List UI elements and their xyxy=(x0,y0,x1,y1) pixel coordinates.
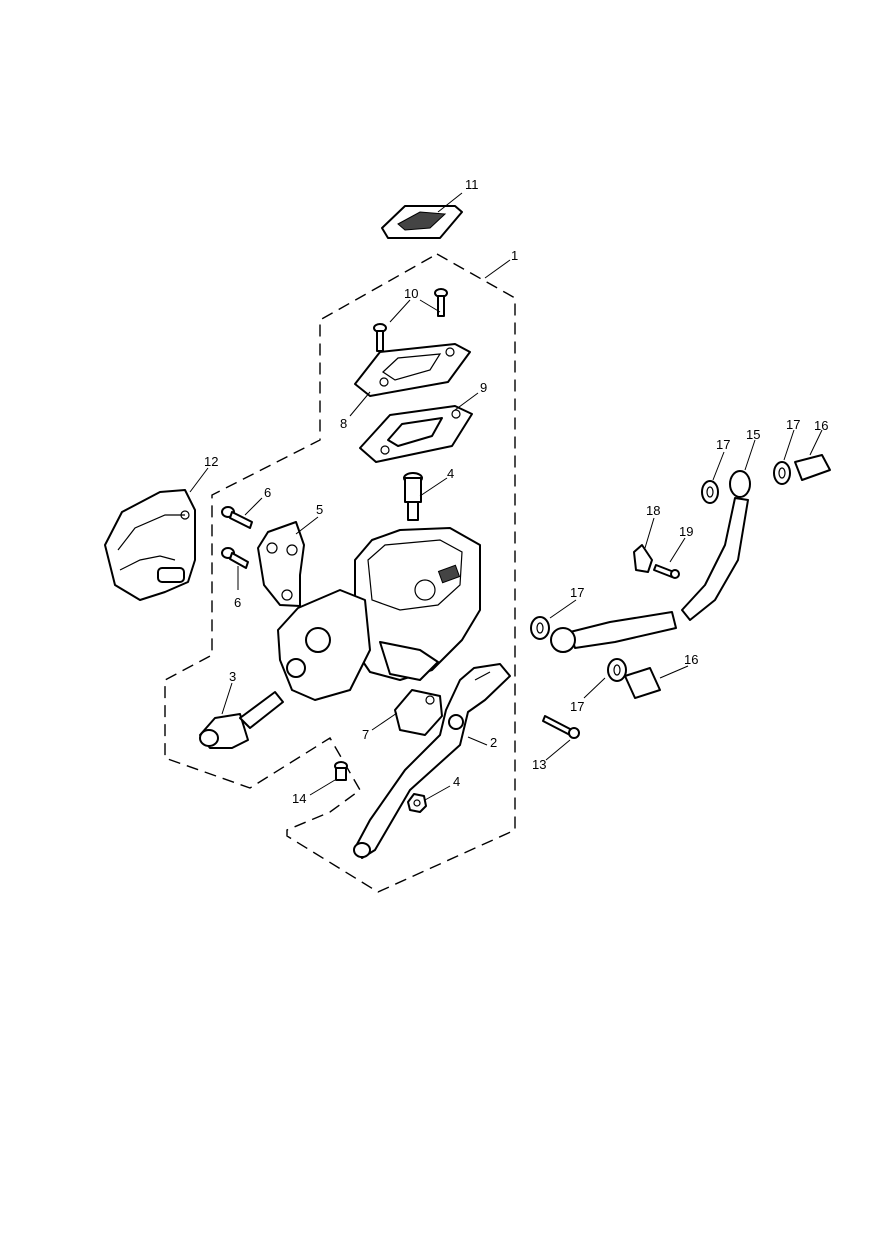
label-9: 9 xyxy=(480,380,487,395)
part-5-clamp xyxy=(257,521,305,607)
label-7: 7 xyxy=(362,727,369,742)
part-15-brake-hose xyxy=(550,470,751,653)
label-8: 8 xyxy=(340,416,347,431)
part-6-clamp-screws xyxy=(221,506,253,569)
part-17-washers xyxy=(530,461,791,682)
label-17-b: 17 xyxy=(786,417,800,432)
part-7-brake-switch xyxy=(394,689,443,736)
part-8-cap-plate xyxy=(354,343,471,397)
part-13-screw xyxy=(542,715,580,739)
label-13: 13 xyxy=(532,757,546,772)
part-4-pivot-nut xyxy=(407,793,427,813)
label-15: 15 xyxy=(746,427,760,442)
part-19-clip-screw xyxy=(653,564,680,579)
label-6-lower: 6 xyxy=(234,595,241,610)
label-16-b: 16 xyxy=(684,652,698,667)
part-11-cap-cover xyxy=(381,205,463,239)
assembly-boundary xyxy=(164,253,516,893)
label-19: 19 xyxy=(679,524,693,539)
label-17-c: 17 xyxy=(570,585,584,600)
label-5: 5 xyxy=(316,502,323,517)
part-16-banjo-bolts xyxy=(624,454,831,699)
label-2: 2 xyxy=(490,735,497,750)
label-14: 14 xyxy=(292,791,306,806)
part-3-push-rod xyxy=(199,691,284,749)
label-4-lower: 4 xyxy=(453,774,460,789)
part-9-diaphragm xyxy=(359,405,473,463)
callout-labels: 11 1 10 8 9 4 6 5 12 6 3 7 2 4 14 13 17 … xyxy=(204,177,828,806)
part-4-pivot-bolt xyxy=(403,472,423,521)
label-17-d: 17 xyxy=(570,699,584,714)
part-12-switch-housing xyxy=(104,489,196,601)
label-3: 3 xyxy=(229,669,236,684)
leader-lines xyxy=(189,192,823,801)
label-6-upper: 6 xyxy=(264,485,271,500)
label-4-upper: 4 xyxy=(447,466,454,481)
part-18-hose-clip xyxy=(633,544,653,573)
label-16-a: 16 xyxy=(814,418,828,433)
label-12: 12 xyxy=(204,454,218,469)
label-17-a: 17 xyxy=(716,437,730,452)
part-14-screw xyxy=(334,761,348,781)
label-18: 18 xyxy=(646,503,660,518)
part-2-brake-lever xyxy=(353,663,511,859)
label-11: 11 xyxy=(465,177,479,192)
master-cylinder-body xyxy=(277,527,481,701)
label-1: 1 xyxy=(511,248,518,263)
label-10: 10 xyxy=(404,286,418,301)
